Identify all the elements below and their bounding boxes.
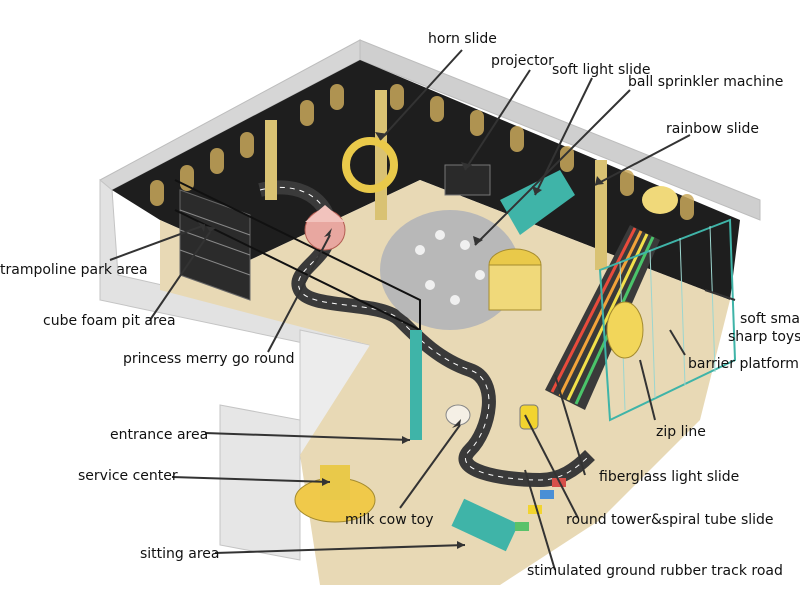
label-soft-small: soft small — [740, 311, 800, 327]
label-trampoline-park-area: trampoline park area — [0, 262, 148, 278]
label-fiberglass-light-slide: fiberglass light slide — [599, 469, 740, 485]
leader-lines — [109, 49, 736, 571]
label-projector: projector — [491, 53, 554, 69]
tower-column — [265, 120, 277, 200]
label-zip-line: zip line — [656, 424, 706, 440]
tower-column — [375, 90, 387, 220]
label-ball-sprinkler-machine: ball sprinkler machine — [628, 74, 784, 90]
fence — [174, 179, 421, 332]
exterior-wall-entrance — [219, 404, 301, 561]
label-entrance-area: entrance area — [110, 427, 209, 443]
projector-screen — [444, 164, 491, 196]
label-cube-foam-pit-area: cube foam pit area — [43, 313, 176, 329]
label-horn-slide: horn slide — [428, 31, 497, 47]
tower-column — [410, 330, 422, 440]
barrier-platform — [598, 218, 737, 422]
exterior-wall-back — [359, 39, 761, 221]
label-rainbow-slide: rainbow slide — [666, 121, 760, 137]
trampoline-area — [179, 189, 251, 301]
sitting-bench — [451, 498, 519, 552]
label-round-tower-spiral-tube-slide: round tower&spiral tube slide — [566, 512, 774, 528]
label-barrier-platform: barrier platform — [688, 356, 799, 372]
label-sitting-area: sitting area — [140, 546, 220, 562]
label-stimulated-ground-rubber-track-road: stimulated ground rubber track road — [527, 563, 783, 579]
tower-column — [595, 160, 607, 270]
label-sharp-toys: sharp toys — [728, 329, 800, 345]
arched-windows — [150, 84, 694, 220]
label-princess-merry-go-round: princess merry go round — [123, 351, 295, 367]
label-soft-light-slide: soft light slide — [552, 62, 651, 78]
soft-toy — [642, 186, 678, 214]
soft-light-slide — [500, 170, 575, 235]
toy-car — [519, 404, 539, 430]
ball-pit — [380, 210, 520, 330]
label-service-center: service center — [78, 468, 178, 484]
horn-slide — [342, 137, 398, 193]
label-milk-cow-toy: milk cow toy — [345, 512, 434, 528]
zip-line-tower — [606, 301, 644, 359]
